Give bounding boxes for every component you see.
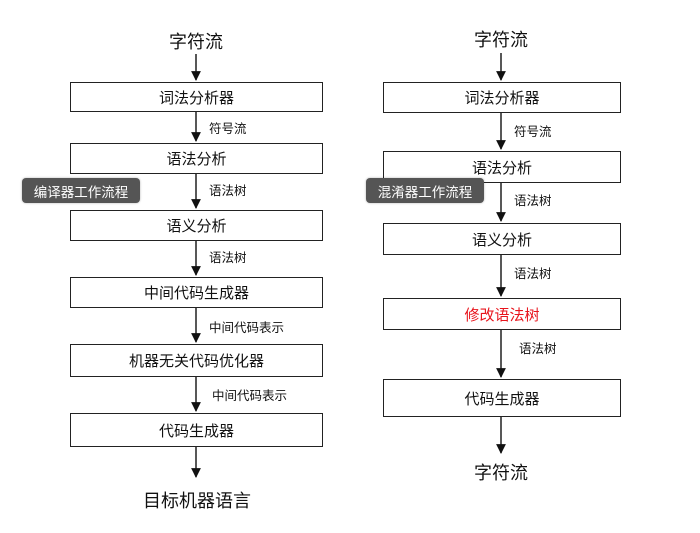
left-edge-label-2: 语法树	[209, 183, 247, 198]
left-output-label: 目标机器语言	[143, 491, 251, 512]
right-stage-lexer: 词法分析器	[383, 82, 621, 113]
right-output-label: 字符流	[474, 463, 528, 484]
left-stage-ir-generator: 中间代码生成器	[70, 277, 323, 308]
right-badge-obfuscator-flow: 混淆器工作流程	[366, 178, 484, 203]
left-stage-optimizer: 机器无关代码优化器	[70, 344, 323, 377]
right-edge-label-3: 语法树	[514, 266, 552, 281]
right-edge-label-4: 语法树	[519, 341, 557, 356]
right-stage-modify-ast: 修改语法树	[383, 298, 621, 330]
right-input-label: 字符流	[474, 30, 528, 51]
left-edge-label-1: 符号流	[209, 121, 247, 136]
right-stage-semantic: 语义分析	[383, 223, 621, 255]
right-stage-parser: 语法分析	[383, 151, 621, 183]
left-badge-compiler-flow: 编译器工作流程	[22, 178, 140, 203]
left-edge-label-5: 中间代码表示	[212, 388, 288, 403]
left-edge-label-3: 语法树	[209, 250, 247, 265]
left-input-label: 字符流	[169, 32, 223, 53]
left-stage-codegen: 代码生成器	[70, 413, 323, 447]
left-stage-parser: 语法分析	[70, 143, 323, 174]
left-stage-lexer: 词法分析器	[70, 82, 323, 112]
right-edge-label-2: 语法树	[514, 193, 552, 208]
right-edge-label-1: 符号流	[514, 124, 552, 139]
left-edge-label-4: 中间代码表示	[209, 320, 285, 335]
left-stage-semantic: 语义分析	[70, 210, 323, 241]
right-stage-codegen: 代码生成器	[383, 379, 621, 417]
